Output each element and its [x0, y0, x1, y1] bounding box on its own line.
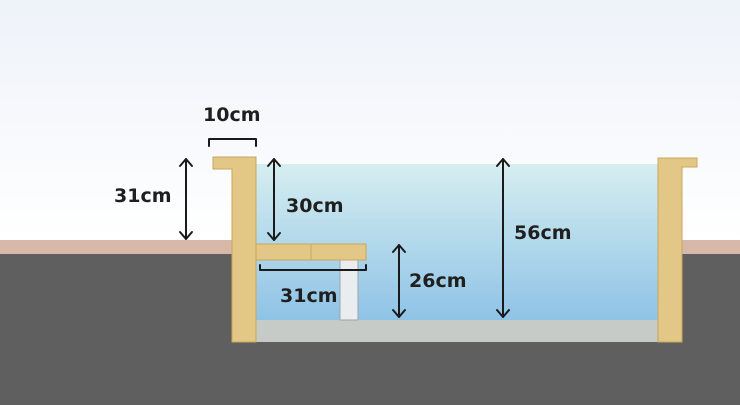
step-depth-arrow: [267, 158, 281, 241]
wall-height-arrow: [179, 158, 193, 240]
pool-depth-label: 56cm: [514, 222, 572, 244]
left-wall: [212, 156, 257, 343]
wall-height-label: 31cm: [114, 185, 172, 207]
pool-floor: [232, 320, 682, 342]
ground-surface-left: [0, 240, 232, 254]
step-height-label: 26cm: [409, 270, 467, 292]
pool-depth-arrow: [496, 158, 510, 318]
step-height-arrow: [392, 244, 406, 318]
wall-thickness-label: 10cm: [203, 104, 261, 126]
step-depth-label: 30cm: [286, 195, 344, 217]
step-width-bracket: [259, 264, 367, 271]
wall-thickness-bracket: [208, 138, 257, 147]
water: [256, 164, 658, 320]
step-width-label: 31cm: [280, 285, 338, 307]
ground-surface-right: [682, 240, 740, 254]
right-wall: [657, 157, 698, 343]
